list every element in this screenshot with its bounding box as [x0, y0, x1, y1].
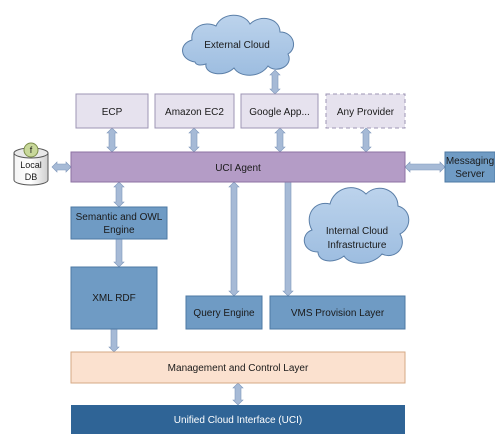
management-control-layer: Management and Control Layer [70, 351, 406, 384]
provider-ecp-label: ECP [102, 107, 123, 118]
arrow-google-agent [274, 127, 286, 153]
provider-amazon-ec2-label: Amazon EC2 [165, 107, 224, 118]
external-cloud: External Cloud [182, 14, 295, 76]
external-cloud-label: External Cloud [204, 40, 270, 51]
arrow-agent-semantic [113, 181, 125, 208]
unified-cloud-interface-label: Unified Cloud Interface (UCI) [174, 415, 302, 426]
arrow-semantic-xml [113, 238, 125, 268]
messaging-server-box [444, 151, 495, 183]
arrow-mgmt-uci [232, 382, 244, 406]
provider-ecp-box [75, 93, 149, 129]
provider-any-label: Any Provider [337, 107, 395, 118]
internal-cloud-label-line2: Infrastructure [328, 240, 387, 251]
provider-amazon-ec2-box [154, 93, 235, 129]
messaging-server-label-line1: Messaging [446, 156, 494, 167]
semantic-owl-engine-box [70, 206, 168, 240]
management-control-layer-label: Management and Control Layer [168, 363, 309, 374]
management-control-layer-box [70, 351, 406, 384]
provider-google-app: Google App... [240, 93, 319, 129]
unified-cloud-interface-bar [71, 405, 405, 434]
semantic-owl-engine-label-line1: Semantic and OWL [76, 212, 163, 223]
local-db-label-line1: Local [20, 160, 42, 170]
provider-any-box [325, 93, 406, 129]
xml-rdf-box [70, 266, 158, 330]
arrow-agent-query [228, 181, 240, 297]
uci-agent: UCI Agent [70, 151, 406, 183]
arrow-ecp-agent [106, 127, 118, 153]
local-db-body [13, 153, 49, 186]
external-cloud-shape [182, 14, 295, 76]
internal-cloud: Internal Cloud Infrastructure [303, 187, 410, 264]
vms-provision-layer-box [269, 295, 406, 330]
uci-agent-bar [70, 151, 406, 183]
query-engine-label: Query Engine [193, 308, 255, 319]
query-engine-box [185, 295, 263, 330]
arrow-xml-mgmt [108, 328, 120, 353]
local-db-badge: f [30, 145, 33, 155]
local-db-label-line2: DB [25, 172, 38, 182]
provider-google-app-box [240, 93, 319, 129]
provider-any: Any Provider [325, 93, 406, 129]
messaging-server: Messaging Server [444, 151, 495, 183]
arrow-db-agent [51, 161, 72, 173]
connector-arrows [51, 69, 446, 406]
internal-cloud-label-line1: Internal Cloud [326, 226, 388, 237]
provider-ecp: ECP [75, 93, 149, 129]
arrow-ec2-agent [188, 127, 200, 153]
arrow-agent-cloud [269, 69, 281, 95]
vms-provision-layer-label: VMS Provision Layer [291, 308, 385, 319]
provider-amazon-ec2: Amazon EC2 [154, 93, 235, 129]
internal-cloud-shape [303, 187, 410, 264]
local-db-badge-icon [23, 142, 39, 158]
semantic-owl-engine: Semantic and OWL Engine [70, 206, 168, 240]
messaging-server-label-line2: Server [455, 169, 485, 180]
arrow-any-agent [360, 127, 372, 153]
query-engine: Query Engine [185, 295, 263, 330]
vms-provision-layer: VMS Provision Layer [269, 295, 406, 330]
provider-google-app-label: Google App... [249, 107, 310, 118]
xml-rdf-label: XML RDF [92, 293, 136, 304]
local-db: f Local DB [13, 142, 49, 186]
xml-rdf: XML RDF [70, 266, 158, 330]
arrow-agent-vms [282, 181, 294, 297]
unified-cloud-interface: Unified Cloud Interface (UCI) [71, 405, 405, 434]
arrow-agent-messaging [404, 161, 446, 173]
semantic-owl-engine-label-line2: Engine [103, 225, 135, 236]
uci-agent-label: UCI Agent [215, 163, 261, 174]
